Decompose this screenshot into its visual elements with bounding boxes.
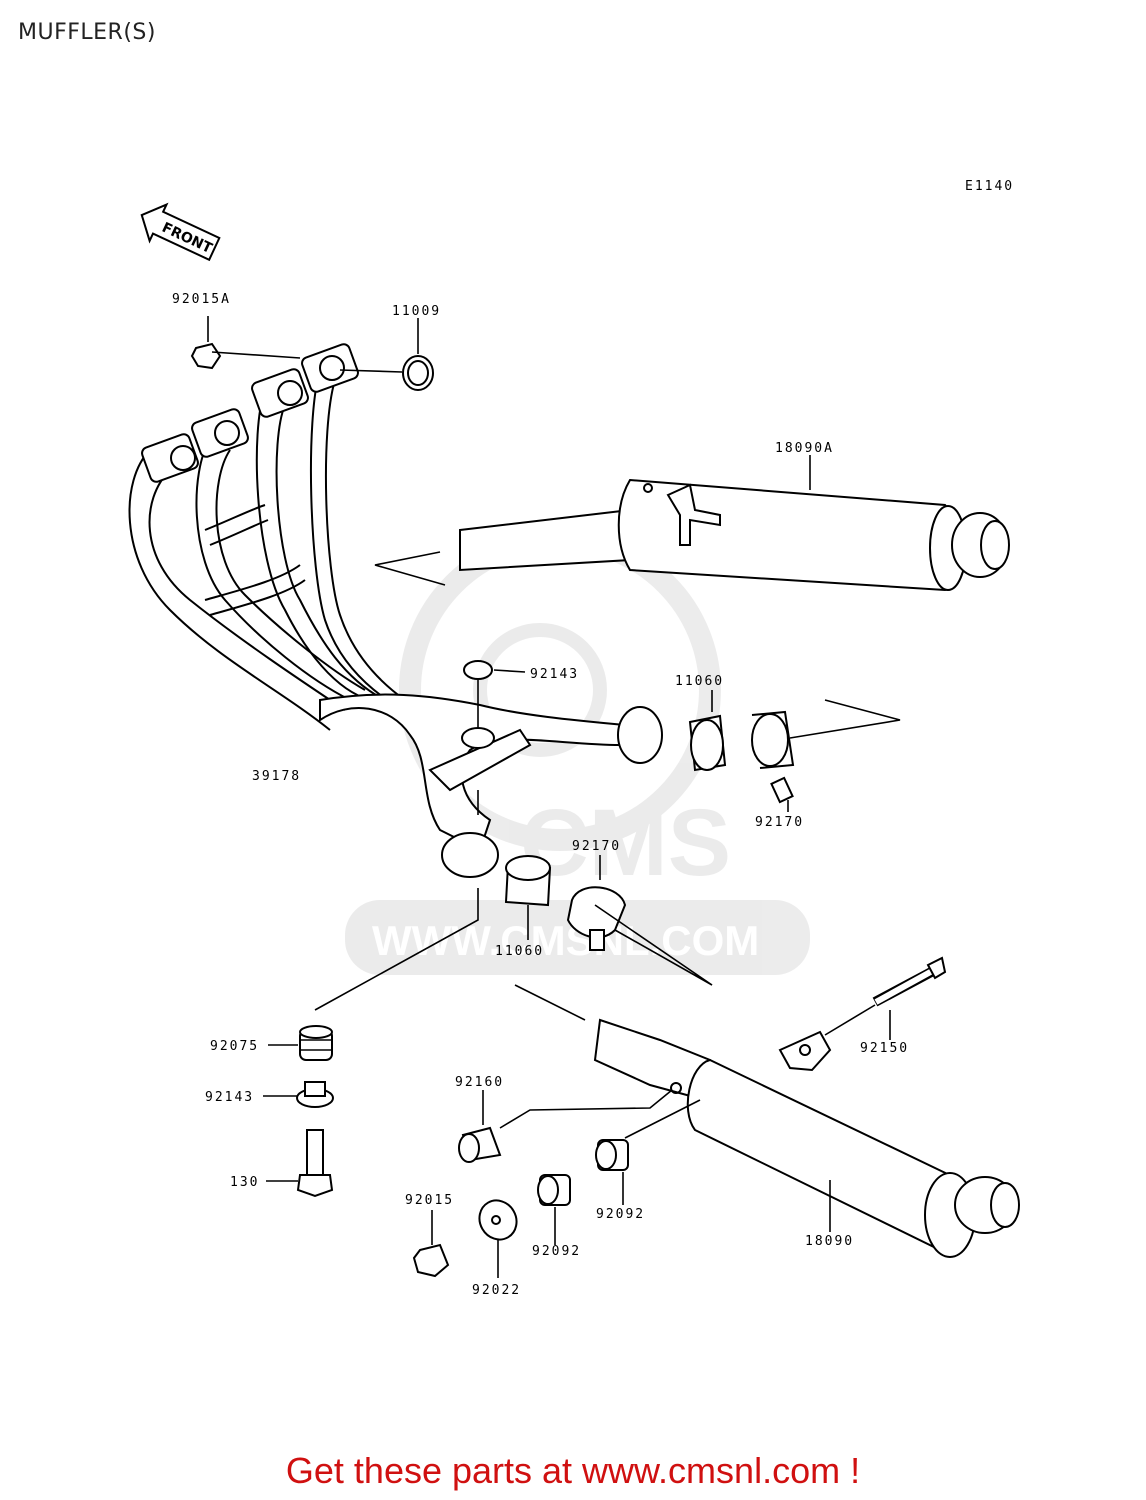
exploded-parts-diagram: CMS WWW.CMSNL.COM E1140 FRONT xyxy=(128,179,1020,1298)
rubber-92075-icon xyxy=(299,1025,333,1061)
exhaust-header-pipes xyxy=(128,343,663,878)
part-label-92160: 92160 xyxy=(455,1075,504,1090)
part-label-92015a: 92015A xyxy=(172,292,231,307)
part-label-18090a: 18090A xyxy=(775,441,834,456)
part-label-130: 130 xyxy=(230,1175,259,1190)
grommet-92143-top-icon xyxy=(463,660,493,680)
muffler-18090a xyxy=(459,478,1010,592)
front-arrow-icon: FRONT xyxy=(140,202,221,262)
part-label-11060-center: 11060 xyxy=(495,944,544,959)
collar-92143-bottom-icon xyxy=(296,1081,334,1108)
part-label-92092-left: 92092 xyxy=(532,1244,581,1259)
nut-92015-icon xyxy=(412,1243,450,1278)
part-label-92170-right: 92170 xyxy=(755,815,804,830)
watermark-brand: CMS xyxy=(520,790,731,896)
damper-92092-left-icon xyxy=(537,1174,571,1206)
sleeve-11060-center-icon xyxy=(504,855,552,907)
part-label-92150: 92150 xyxy=(860,1041,909,1056)
part-label-92143-top: 92143 xyxy=(530,667,579,682)
part-label-92143-bottom: 92143 xyxy=(205,1090,254,1105)
part-label-18090: 18090 xyxy=(805,1234,854,1249)
part-label-92170-center: 92170 xyxy=(572,839,621,854)
part-label-92092-right: 92092 xyxy=(596,1207,645,1222)
clamp-92170-center-icon xyxy=(566,886,627,951)
bolt-130-icon xyxy=(296,1129,334,1198)
washer-92022-icon xyxy=(478,1199,518,1241)
damper-92092-right-icon xyxy=(595,1139,629,1171)
part-label-92015: 92015 xyxy=(405,1193,454,1208)
part-label-92022: 92022 xyxy=(472,1283,521,1298)
diagram-code: E1140 xyxy=(965,179,1014,194)
muffler-18090 xyxy=(593,1018,1020,1258)
damper-92160-icon xyxy=(458,1126,502,1163)
footer-link[interactable]: Get these parts at www.cmsnl.com ! xyxy=(285,1450,861,1491)
part-label-11009: 11009 xyxy=(392,304,441,319)
clamp-92170-right-icon xyxy=(751,710,795,804)
part-label-92075: 92075 xyxy=(210,1039,259,1054)
bolt-92150-icon xyxy=(872,956,947,1007)
sleeve-11060-right-icon xyxy=(688,714,727,772)
cms-watermark: CMS WWW.CMSNL.COM xyxy=(345,529,810,975)
part-label-11060-right: 11060 xyxy=(675,674,724,689)
nut-92015a-icon xyxy=(190,342,222,370)
page-title: MUFFLER(S) xyxy=(18,20,156,45)
watermark-url: WWW.CMSNL.COM xyxy=(372,917,759,964)
part-label-39178: 39178 xyxy=(252,769,301,784)
